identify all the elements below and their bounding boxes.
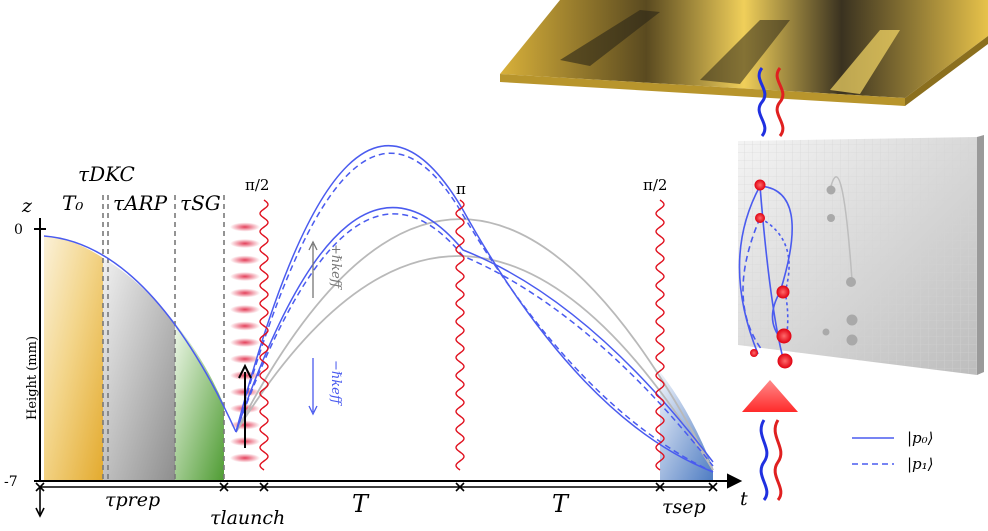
lattice-site [230,272,260,281]
pulse-1-label: π/2 [245,176,269,194]
laser-pulses [259,199,665,471]
pulse-1-wave [259,199,269,471]
launch-label: τlaunch [210,507,285,529]
ghost-trajectories [235,218,714,471]
lattice-site [230,354,260,364]
grid-panel [738,135,984,375]
kick-down-label: −ℏkeff [328,360,343,407]
pulse-3-label: π/2 [643,176,667,194]
T2-label: T [552,490,570,518]
sg-label: τSG [180,191,221,215]
lattice-site [230,288,260,298]
legend: |p₀⟩ |p₁⟩ [852,429,934,473]
p0-lower-arc [235,206,714,463]
sep-label: τsep [662,496,706,518]
z-axis-label: z [21,195,33,217]
pulse-3-wave [655,199,665,471]
dkc-label: τDKC [78,162,135,186]
launch-trajectory [43,235,237,433]
axes [34,218,743,489]
p1-upper-arc [235,152,714,473]
lattice-site [230,255,260,265]
lattice-site [230,305,260,314]
kick-down-arrow [308,358,318,416]
mirror-plate-illustration [500,0,988,106]
stage-separators [102,195,225,481]
t-axis-label: t [740,488,748,510]
launch-arrow [238,363,252,448]
beams-top [757,67,785,137]
p0-upper-arc [235,145,714,473]
tick-0: 0 [14,222,23,238]
prep-label: τprep [105,489,160,511]
lattice-site [230,321,260,331]
arp-region [103,258,175,481]
beam-arrow-up [742,380,798,412]
sg-region [175,323,224,481]
height-label: Height (mm) [25,336,40,420]
lattice-site [230,338,260,347]
panel-ghost-trajectory [822,176,858,346]
pulse-2-wave [455,199,465,471]
interval-markers [35,482,718,518]
legend-p0-label: |p₀⟩ [907,429,934,447]
tick-minus-7: -7 [4,474,18,490]
t0-label: T₀ [62,191,83,215]
pulse-2-label: π [456,180,466,198]
panel-atoms [750,179,793,369]
T1-label: T [352,490,370,518]
arp-label: τARP [113,191,168,215]
kick-up-label: +ℏkeff [328,244,343,291]
optical-lattice [230,222,260,463]
legend-p1-label: |p₁⟩ [907,455,934,473]
lattice-site [230,222,260,232]
lattice-site [230,453,260,463]
beams-bottom [759,419,783,501]
kick-up-arrow [308,240,318,298]
lattice-site [230,239,260,248]
t0-region [44,236,103,481]
